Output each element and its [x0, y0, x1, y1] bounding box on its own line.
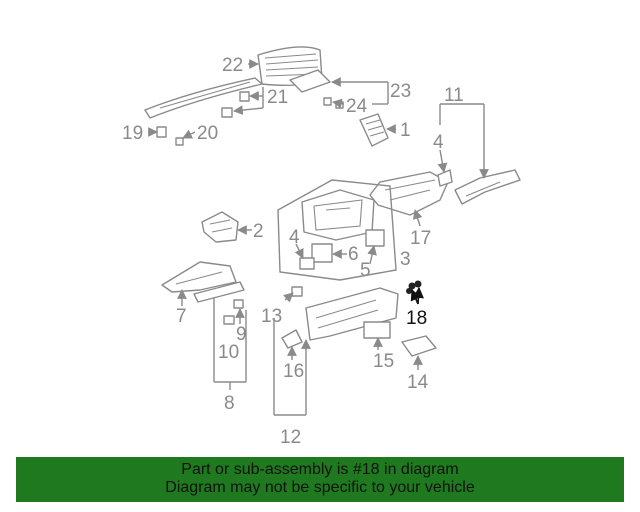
- part-14-tray: [401, 335, 437, 357]
- part-3-center-cluster: [301, 189, 375, 241]
- part-4-vent-lower: [299, 257, 315, 270]
- callout-17: 17: [410, 228, 431, 249]
- callout-2: 2: [253, 221, 264, 242]
- part-defroster-duct: [144, 77, 263, 119]
- part-20-clip: [175, 137, 184, 146]
- part-15-box: [363, 321, 391, 339]
- parts-diagram: 22 21 23 24 1 19 20 11 4 17 2 4 6 3 5 7 …: [122, 46, 521, 448]
- part-5-vent: [365, 229, 385, 247]
- part-23-bracket: [289, 69, 331, 93]
- callout-20: 20: [197, 123, 218, 144]
- callout-7: 7: [176, 306, 187, 327]
- part-19-clip: [156, 126, 167, 138]
- banner-line-2: Diagram may not be specific to your vehi…: [165, 479, 475, 496]
- banner-line-1: Part or sub-assembly is #18 in diagram: [181, 461, 459, 478]
- callout-10: 10: [218, 342, 239, 363]
- part-7-bracket: [161, 261, 237, 293]
- part-11-duct: [454, 169, 521, 205]
- part-4-vent-upper: [437, 169, 453, 187]
- callout-23: 23: [390, 81, 411, 102]
- callout-14: 14: [407, 372, 429, 393]
- callout-22: 22: [222, 55, 243, 76]
- part-1-side-vent: [359, 113, 389, 147]
- callout-9: 9: [236, 324, 247, 345]
- part-18-clips: [406, 280, 422, 294]
- part-21-clip-b: [221, 107, 233, 118]
- callout-5: 5: [360, 260, 371, 281]
- callout-12: 12: [280, 427, 301, 448]
- part-17-duct: [369, 171, 449, 216]
- part-16-cover: [281, 329, 303, 349]
- callout-24: 24: [346, 96, 368, 117]
- part-24-clip-a: [323, 97, 332, 106]
- callout-18: 18: [406, 308, 427, 329]
- part-13-clip: [291, 286, 303, 297]
- callout-1: 1: [400, 120, 411, 141]
- callout-3: 3: [400, 249, 411, 270]
- part-10-clip: [223, 315, 235, 325]
- part-21-clip-a: [239, 91, 250, 102]
- part-6-vent: [311, 243, 333, 263]
- callout-8: 8: [224, 393, 235, 414]
- part-3-box: [277, 179, 397, 281]
- leader-lines: [148, 59, 489, 416]
- callout-6: 6: [348, 244, 359, 265]
- callout-4-upper: 4: [433, 132, 444, 153]
- callout-21: 21: [267, 87, 288, 108]
- part-9-clip: [233, 299, 244, 309]
- part-2-vent: [201, 211, 239, 243]
- callout-15: 15: [373, 351, 394, 372]
- callout-11: 11: [444, 85, 464, 106]
- info-banner: Part or sub-assembly is #18 in diagram D…: [16, 457, 624, 502]
- callout-4-lower: 4: [289, 227, 300, 248]
- callout-13: 13: [261, 306, 282, 327]
- callout-19: 19: [122, 123, 143, 144]
- part-10-duct: [193, 281, 245, 303]
- callout-16: 16: [283, 361, 304, 382]
